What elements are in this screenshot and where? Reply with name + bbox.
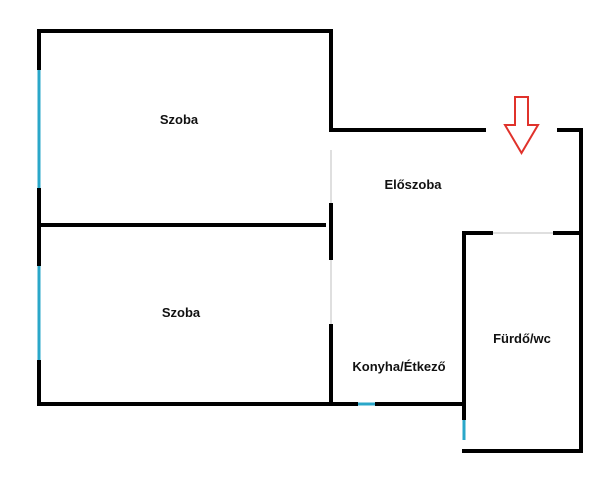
door-openings [330, 150, 553, 326]
room-label-furdo: Fürdő/wc [493, 331, 551, 346]
walls [37, 29, 583, 453]
room-label-szoba-bottom: Szoba [162, 305, 201, 320]
room-label-eloszoba: Előszoba [384, 177, 442, 192]
windows [37, 70, 466, 440]
down-arrow-icon [503, 96, 540, 155]
room-label-konyha: Konyha/Étkező [352, 359, 445, 374]
room-label-szoba-top: Szoba [160, 112, 199, 127]
